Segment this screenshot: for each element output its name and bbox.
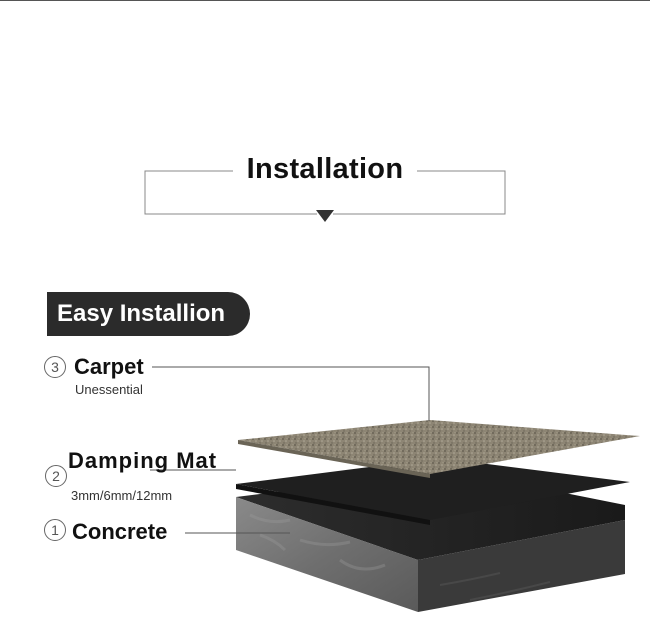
carpet-label: Carpet <box>74 354 144 379</box>
layer-number-1: 1 <box>44 519 66 541</box>
damping-mat-label: Damping Mat <box>68 448 218 473</box>
carpet-leader-line <box>152 366 430 421</box>
carpet-top-face <box>238 420 640 474</box>
carpet-layer <box>238 420 640 478</box>
caret-down-icon <box>316 210 334 222</box>
carpet-note: Unessential <box>75 382 143 397</box>
mat-edge <box>236 484 430 525</box>
mat-top-face <box>236 458 630 520</box>
concrete-label: Concrete <box>72 519 168 544</box>
carpet-edge <box>238 440 430 478</box>
title-bracket <box>144 170 506 222</box>
easy-installation-badge: Easy Installion <box>47 292 250 336</box>
damping-mat-note: 3mm/6mm/12mm <box>71 488 173 503</box>
layer-number-2: 2 <box>45 465 67 487</box>
layer-number-3: 3 <box>44 356 66 378</box>
title-frame <box>144 170 506 222</box>
top-border-line <box>0 0 650 1</box>
page-title: Installation <box>246 153 404 185</box>
concrete-front-face <box>236 497 418 612</box>
concrete-side-face <box>418 520 625 612</box>
damping-mat-layer <box>236 458 630 525</box>
